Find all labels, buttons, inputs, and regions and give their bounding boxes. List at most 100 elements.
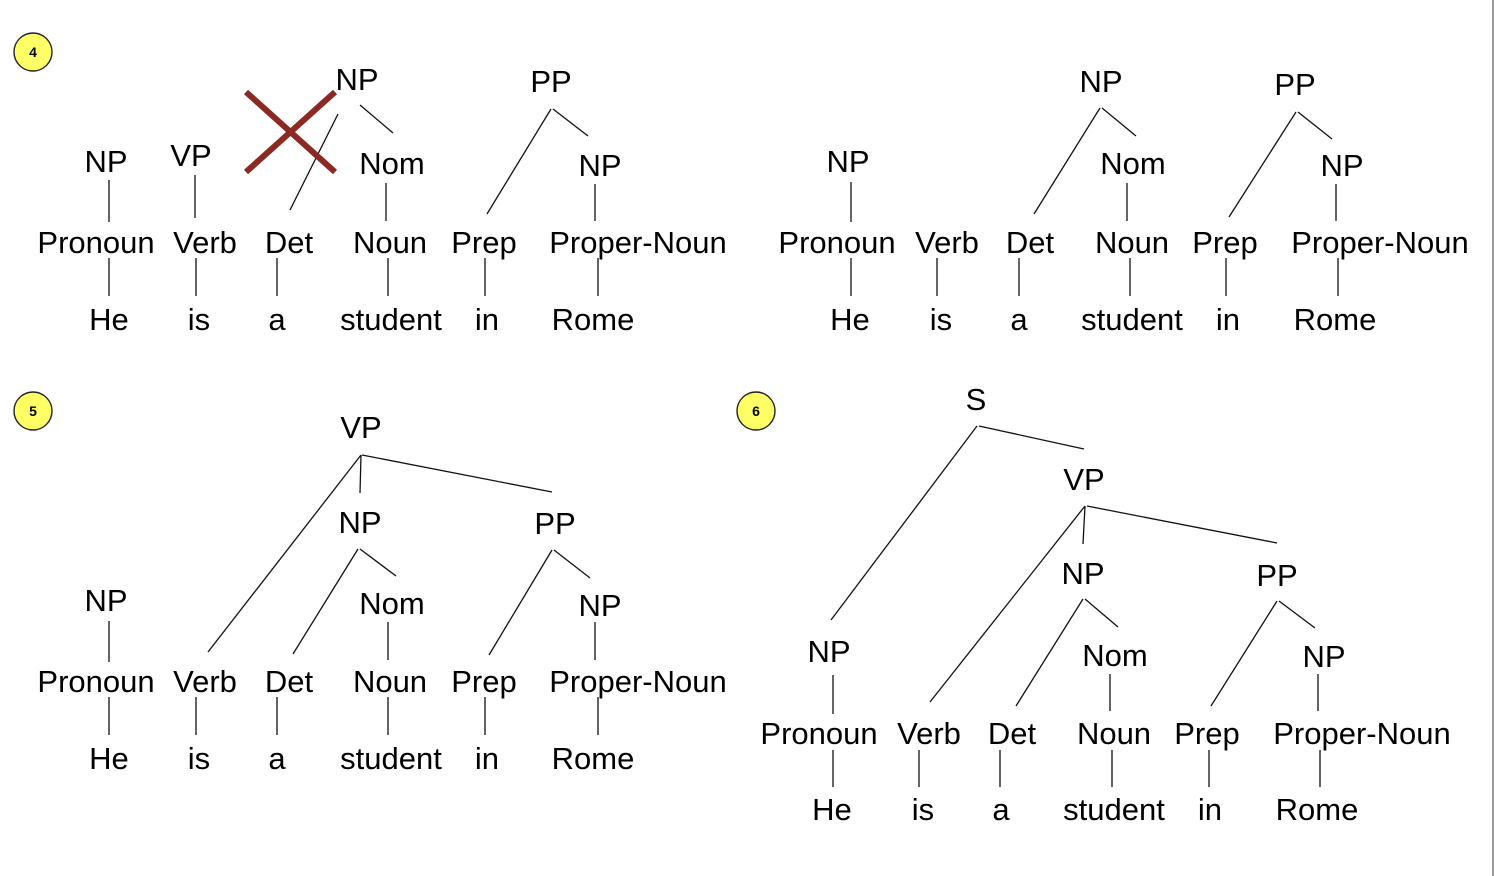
node-label-noun: Noun [353,664,427,699]
node-label-he: He [812,792,852,827]
node-label-np-obj: NP [1079,64,1122,99]
tree-edge [207,454,362,653]
tree-edge [486,108,552,215]
tree-edge [552,108,589,137]
step-badge-circle [736,391,776,431]
node-label-vp: VP [1063,462,1104,497]
node-label-proper-noun: Proper-Noun [549,225,726,260]
node-label-verb: Verb [173,664,237,699]
node-label-is: is [930,302,952,337]
step-badge-number: 4 [29,44,37,60]
node-label-pronoun: Pronoun [37,225,154,260]
node-label-vp: VP [170,138,211,173]
tree-edge [359,548,397,577]
tree-panel-step-4-left: NP VP NP Nom PP NP Pronoun Verb Det Noun Prep Prope… [13,32,727,337]
node-label-prep: Prep [451,664,516,699]
node-label-proper-noun: Proper-Noun [549,664,726,699]
step-badge: 6 [736,391,776,431]
node-label-in: in [475,741,499,776]
tree-edge [1082,505,1086,545]
node-label-det: Det [1006,225,1055,260]
node-label-np-pp: NP [1302,639,1345,674]
node-label-pronoun: Pronoun [37,664,154,699]
tree-edge [978,425,1085,450]
node-label-rome: Rome [1276,792,1359,827]
node-label-student: student [1081,302,1183,337]
step-badge-number: 6 [752,403,760,419]
node-label-np-sub: NP [807,634,850,669]
node-label-np-pp: NP [1320,148,1363,183]
step-badge: 5 [13,391,53,431]
node-label-in: in [1198,792,1222,827]
node-label-rome: Rome [552,302,635,337]
node-label-noun: Noun [1095,225,1169,260]
node-label-prep: Prep [1174,716,1239,751]
node-label-verb: Verb [915,225,979,260]
node-label-a: a [992,792,1010,827]
node-label-student: student [340,741,442,776]
tree-edge [1084,598,1119,628]
step-badge-circle [13,32,53,72]
tree-edge [361,454,553,493]
step-badge-circle [13,391,53,431]
node-label-pronoun: Pronoun [778,225,895,260]
step-badge-number: 5 [29,403,37,419]
node-label-nom: Nom [359,146,424,181]
node-label-pp: PP [1256,558,1297,593]
node-label-is: is [188,302,210,337]
node-label-verb: Verb [173,225,237,260]
step-badge: 4 [13,32,53,72]
node-label-s: S [966,382,987,417]
tree-edge [1101,107,1137,137]
node-label-det: Det [265,225,314,260]
node-label-np-pp: NP [578,148,621,183]
node-label-a: a [268,741,286,776]
node-label-pp: PP [1274,67,1315,102]
node-label-np-sub: NP [84,583,127,618]
node-label-np-pp: NP [578,588,621,623]
tree-edge [292,548,359,655]
node-label-he: He [89,302,129,337]
tree-edge [1033,107,1101,215]
node-label-det: Det [988,716,1037,751]
node-label-vp: VP [340,410,381,445]
node-label-in: in [475,302,499,337]
node-label-student: student [340,302,442,337]
tree-edge [488,549,553,656]
node-label-nom: Nom [1100,146,1165,181]
node-label-np-obj: NP [1061,556,1104,591]
node-label-he: He [830,302,870,337]
node-label-rome: Rome [552,741,635,776]
node-label-a: a [268,302,286,337]
node-label-np-sub: NP [84,144,127,179]
tree-panel-step-5: NP VP NP Nom PP NP Pronoun Verb Det Noun Prep Prope… [13,391,727,776]
node-label-proper-noun: Proper-Noun [1273,716,1450,751]
tree-edge [929,505,1086,703]
node-label-pronoun: Pronoun [760,716,877,751]
tree-edge [1278,600,1316,629]
node-label-pp: PP [530,64,571,99]
node-label-prep: Prep [1192,225,1257,260]
node-label-is: is [912,792,934,827]
tree-edge [1015,598,1084,707]
tree-edge [289,113,339,211]
node-label-noun: Noun [353,225,427,260]
tree-edge [1086,505,1278,544]
node-label-np-obj: NP [338,505,381,540]
node-label-is: is [188,741,210,776]
node-label-np-obj: NP [335,62,378,97]
tree-edge [1210,600,1278,707]
node-label-he: He [89,741,129,776]
node-label-nom: Nom [359,586,424,621]
node-label-pp: PP [534,506,575,541]
node-label-rome: Rome [1294,302,1377,337]
tree-edge [359,104,394,134]
node-label-det: Det [265,664,314,699]
node-label-prep: Prep [451,225,516,260]
tree-edge [830,425,978,621]
node-label-nom: Nom [1082,638,1147,673]
